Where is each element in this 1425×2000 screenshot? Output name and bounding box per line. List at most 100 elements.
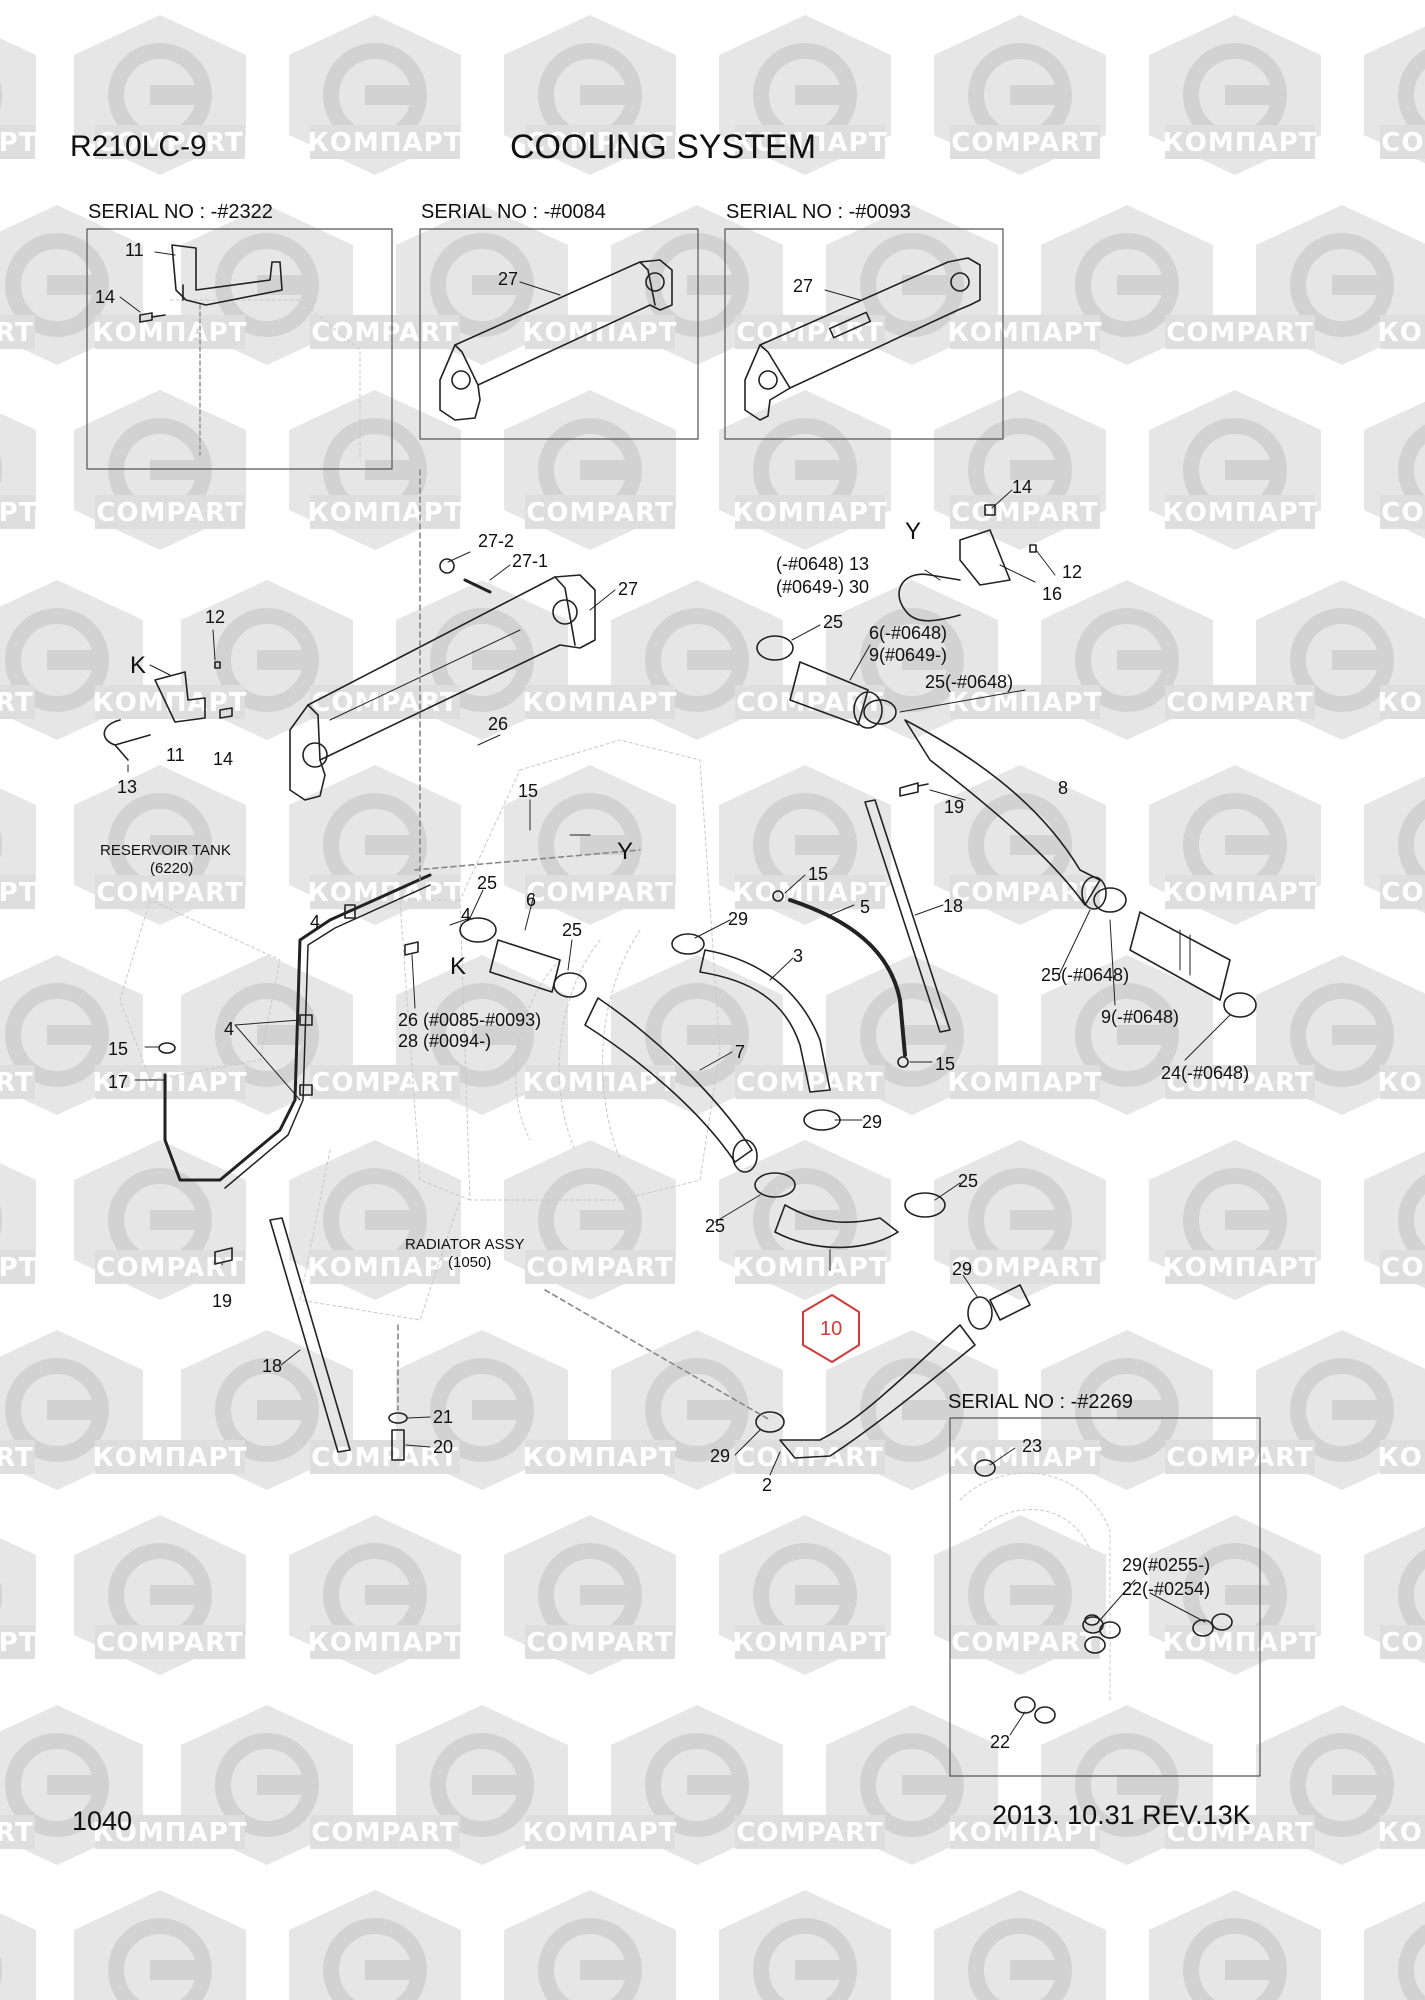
watermark-text: КОМПАРТ (0, 498, 37, 528)
watermark-text: КОМПАРТ (0, 128, 37, 158)
callout-15-c: 15 (108, 1039, 129, 1059)
watermark-bar: COMPART (1380, 495, 1425, 529)
watermark-bar: COMPART (735, 1815, 885, 1849)
callout-29-inset4: 29(#0255-) (1122, 1555, 1211, 1575)
watermark-text: КОМПАРТ (948, 1443, 1103, 1473)
watermark-bar: КОМПАРТ (948, 685, 1101, 719)
callout-14-k: 14 (213, 749, 234, 769)
reservoir-tank-code: (6220) (150, 860, 194, 877)
radiator-ghost (119, 299, 1111, 1701)
watermark-text: COMPART (736, 1068, 883, 1098)
watermark-bar: КОМПАРТ (1163, 1625, 1316, 1659)
watermark-bar: КОМПАРТ (523, 1815, 676, 1849)
watermark-text: COMPART (311, 688, 458, 718)
callout-12-top: 12 (1062, 562, 1083, 582)
watermark-text: COMPART (526, 498, 673, 528)
bracket-y (898, 504, 1037, 622)
watermark-text: КОМПАРТ (0, 1628, 37, 1658)
callout-22-inset4: 22 (990, 1732, 1011, 1752)
inset3-bar (744, 257, 981, 421)
watermark-bar: КОМПАРТ (93, 1440, 246, 1474)
watermark-text: КОМПАРТ (733, 878, 888, 908)
watermark-bar: КОМПАРТ (1378, 685, 1425, 719)
callout-26-range: 26 (#0085-#0093) (398, 1010, 542, 1030)
watermark-bar: COMPART (310, 1815, 460, 1849)
inset-frame-2269 (949, 1417, 1261, 1777)
watermark-text: COMPART (1381, 498, 1425, 528)
watermark-bar: COMPART (310, 685, 460, 719)
pipe-2 (544, 1284, 1031, 1459)
watermark-text: КОМПАРТ (1163, 498, 1318, 528)
watermark-text: КОМПАРТ (733, 1628, 888, 1658)
watermark-bar: COMPART (95, 1250, 245, 1284)
callout-25-a: 25 (823, 612, 844, 632)
watermark-text: COMPART (951, 128, 1098, 158)
watermark-bar: COMPART (310, 1440, 460, 1474)
watermark-bar: КОМПАРТ (948, 1065, 1101, 1099)
callout-11: 11 (166, 745, 185, 765)
callout-8: 8 (1058, 778, 1069, 798)
watermark-bar: КОМПАРТ (1163, 125, 1316, 159)
callout-18-b: 18 (262, 1356, 283, 1376)
callout-5: 5 (860, 897, 871, 917)
watermark-bar: КОМПАРТ (0, 495, 37, 529)
watermark-bar: COMPART (525, 495, 675, 529)
watermark-bar: COMPART (735, 685, 885, 719)
watermark-text: COMPART (311, 318, 458, 348)
watermark-text: КОМПАРТ (523, 688, 678, 718)
callout-15-a: 15 (518, 781, 539, 801)
watermark-bar: COMPART (1165, 1815, 1315, 1849)
watermark-text: COMPART (1166, 1818, 1313, 1848)
callout-29-b: 29 (862, 1112, 883, 1132)
callout-25-d: 25 (705, 1216, 726, 1236)
inset-frame-2322 (86, 228, 393, 470)
watermark-text: КОМПАРТ (93, 318, 248, 348)
left-hose-assembly (459, 917, 758, 1173)
pipe-4-hose-17 (158, 469, 641, 1189)
watermark-bar: COMPART (1165, 685, 1315, 719)
bracket-k (103, 661, 233, 761)
watermark-text: КОМПАРТ (948, 318, 1103, 348)
callout-25-c: 25 (562, 920, 583, 940)
callout-13: 13 (117, 777, 138, 797)
callout-7: 7 (735, 1042, 746, 1062)
callout-28-range: 28 (#0094-) (398, 1031, 492, 1051)
watermark-bar: COMPART (525, 1625, 675, 1659)
watermark-bar: КОМПАРТ (1378, 315, 1425, 349)
callout-4-a: 4 (310, 912, 321, 932)
watermark-bar: COMPART (525, 1250, 675, 1284)
watermark-bar: COMPART (950, 1250, 1100, 1284)
watermark-bar: COMPART (1165, 315, 1315, 349)
callout-6: 6 (526, 890, 537, 910)
watermark-text: КОМПАРТ (948, 1818, 1103, 1848)
watermark-bar: КОМПАРТ (1163, 1250, 1318, 1284)
upper-hose-assembly (756, 635, 1257, 1018)
watermark-bar: КОМПАРТ (733, 125, 886, 159)
callout-9-range2: 9(-#0648) (1101, 1007, 1180, 1027)
watermark-bar: КОМПАРТ (523, 1440, 676, 1474)
watermark-text: КОМПАРТ (1163, 1253, 1318, 1283)
watermark-text: COMPART (0, 688, 34, 718)
watermark-text: COMPART (736, 1443, 883, 1473)
watermark-text: КОМПАРТ (308, 128, 463, 158)
callout-26: 26 (488, 714, 509, 734)
watermark-text: КОМПАРТ (93, 688, 248, 718)
callout-23-inset4: 23 (1022, 1436, 1043, 1456)
watermark-bar: КОМПАРТ (93, 315, 248, 349)
watermark-text: КОМПАРТ (1378, 318, 1425, 348)
watermark-bar: КОМПАРТ (523, 685, 678, 719)
watermark-bar: COMPART (1380, 1625, 1425, 1659)
inset4-clamps (974, 1459, 1233, 1724)
page-number: 1040 (72, 1806, 133, 1836)
watermark-text: КОМПАРТ (1163, 878, 1318, 908)
watermark-text: COMPART (1381, 878, 1425, 908)
page-title: COOLING SYSTEM (510, 128, 817, 166)
callout-30-range: (#0649-) 30 (776, 577, 870, 597)
watermark-bar: COMPART (950, 1625, 1100, 1659)
watermark-text: COMPART (1166, 1443, 1313, 1473)
watermark-text: COMPART (96, 1253, 243, 1283)
watermark-text: COMPART (951, 1628, 1098, 1658)
